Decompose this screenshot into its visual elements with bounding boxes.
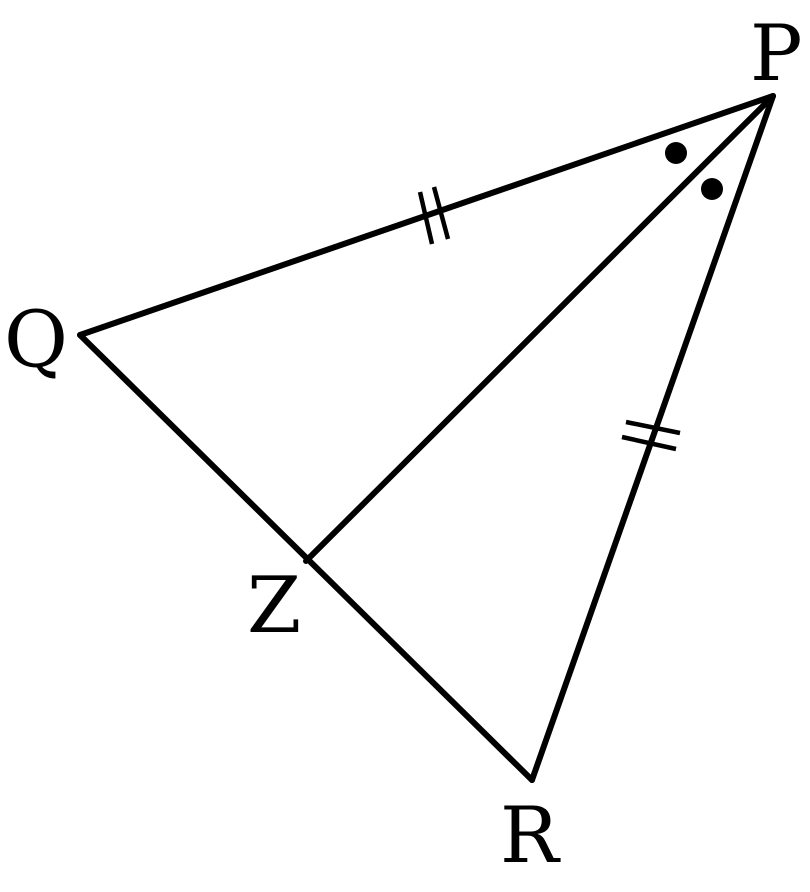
segment-pz	[303, 93, 776, 564]
segment-pr	[529, 93, 776, 783]
vertex-label-p: P	[750, 9, 802, 99]
vertex-label-z: Z	[247, 561, 301, 651]
tick-mark-pr	[621, 419, 681, 452]
angle-dot-qpz	[665, 142, 687, 164]
angle-dot-zpr	[701, 178, 723, 200]
vertex-label-q: Q	[4, 295, 68, 385]
tick-mark-pq	[417, 186, 451, 245]
vertex-label-r: R	[500, 791, 561, 881]
